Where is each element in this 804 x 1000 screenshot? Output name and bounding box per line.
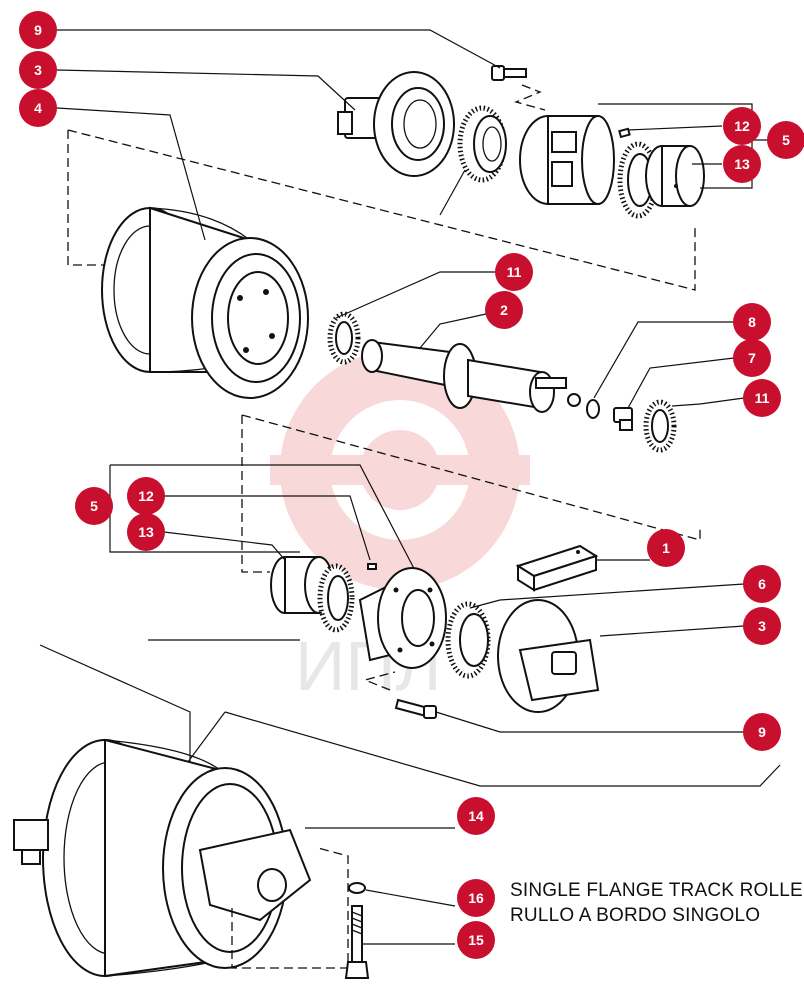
svg-text:1: 1	[662, 540, 670, 556]
part-plug	[613, 407, 633, 431]
caption-english: SINGLE FLANGE TRACK ROLLER	[510, 880, 804, 901]
callout-12-lower: 12	[127, 477, 165, 515]
part-oring-right	[643, 399, 677, 453]
svg-text:13: 13	[138, 524, 154, 540]
svg-text:5: 5	[782, 132, 790, 148]
callout-15: 15	[457, 921, 495, 959]
callout-13-top: 13	[723, 145, 761, 183]
part-pin-top	[618, 127, 631, 139]
svg-text:11: 11	[755, 390, 770, 406]
part-end-collar-top	[337, 71, 455, 177]
part-seal-lower	[445, 601, 491, 679]
svg-text:3: 3	[758, 618, 766, 634]
callout-4: 4	[19, 89, 57, 127]
svg-text:14: 14	[468, 808, 484, 824]
part-seal-top	[457, 105, 507, 183]
part-bolt-lower	[394, 698, 437, 719]
svg-text:7: 7	[748, 350, 756, 366]
part-assembled-roller	[13, 738, 312, 978]
svg-text:12: 12	[734, 118, 750, 134]
callout-14: 14	[457, 797, 495, 835]
part-bushing-lower	[358, 567, 447, 669]
watermark-logo	[270, 350, 530, 590]
part-washer-top	[645, 145, 705, 207]
callout-5-lower: 5	[75, 487, 113, 525]
svg-text:8: 8	[748, 314, 756, 330]
part-roller-shell	[101, 206, 309, 399]
callout-9-top: 9	[19, 11, 57, 49]
callout-11-right: 11	[743, 379, 781, 417]
svg-text:5: 5	[90, 498, 98, 514]
svg-text:9: 9	[34, 22, 42, 38]
callout-7: 7	[733, 339, 771, 377]
part-end-collar-lower	[497, 599, 600, 713]
callout-13-lower: 13	[127, 513, 165, 551]
part-spacer-block	[515, 544, 599, 592]
part-washer-small	[586, 399, 600, 419]
svg-text:16: 16	[468, 890, 484, 906]
part-ring-lower	[317, 563, 355, 633]
callout-3-lower: 3	[743, 607, 781, 645]
callout-9-lower: 9	[743, 713, 781, 751]
callout-2: 2	[485, 291, 523, 329]
callout-12-top: 12	[723, 107, 761, 145]
part-bolt-top	[491, 65, 527, 81]
callout-6: 6	[743, 565, 781, 603]
svg-text:11: 11	[507, 264, 522, 280]
svg-text:2: 2	[500, 302, 508, 318]
callout-11-left: 11	[495, 253, 533, 291]
svg-text:6: 6	[758, 576, 766, 592]
svg-text:3: 3	[34, 62, 42, 78]
part-screw-15	[344, 905, 370, 979]
callout-5-top: 5	[767, 121, 804, 159]
svg-text:9: 9	[758, 724, 766, 740]
caption-italian: RULLO A BORDO SINGOLO	[510, 905, 761, 926]
callout-16: 16	[457, 879, 495, 917]
part-pin-lower	[367, 563, 377, 570]
svg-text:4: 4	[34, 100, 42, 116]
part-washer-16	[348, 882, 366, 894]
part-oring-left	[327, 311, 361, 365]
svg-text:15: 15	[468, 932, 484, 948]
svg-text:13: 13	[734, 156, 750, 172]
part-shaft	[361, 339, 581, 413]
callout-8: 8	[733, 303, 771, 341]
part-bushing-top	[519, 115, 615, 205]
callout-3-top: 3	[19, 51, 57, 89]
svg-text:12: 12	[138, 488, 154, 504]
callout-1: 1	[647, 529, 685, 567]
